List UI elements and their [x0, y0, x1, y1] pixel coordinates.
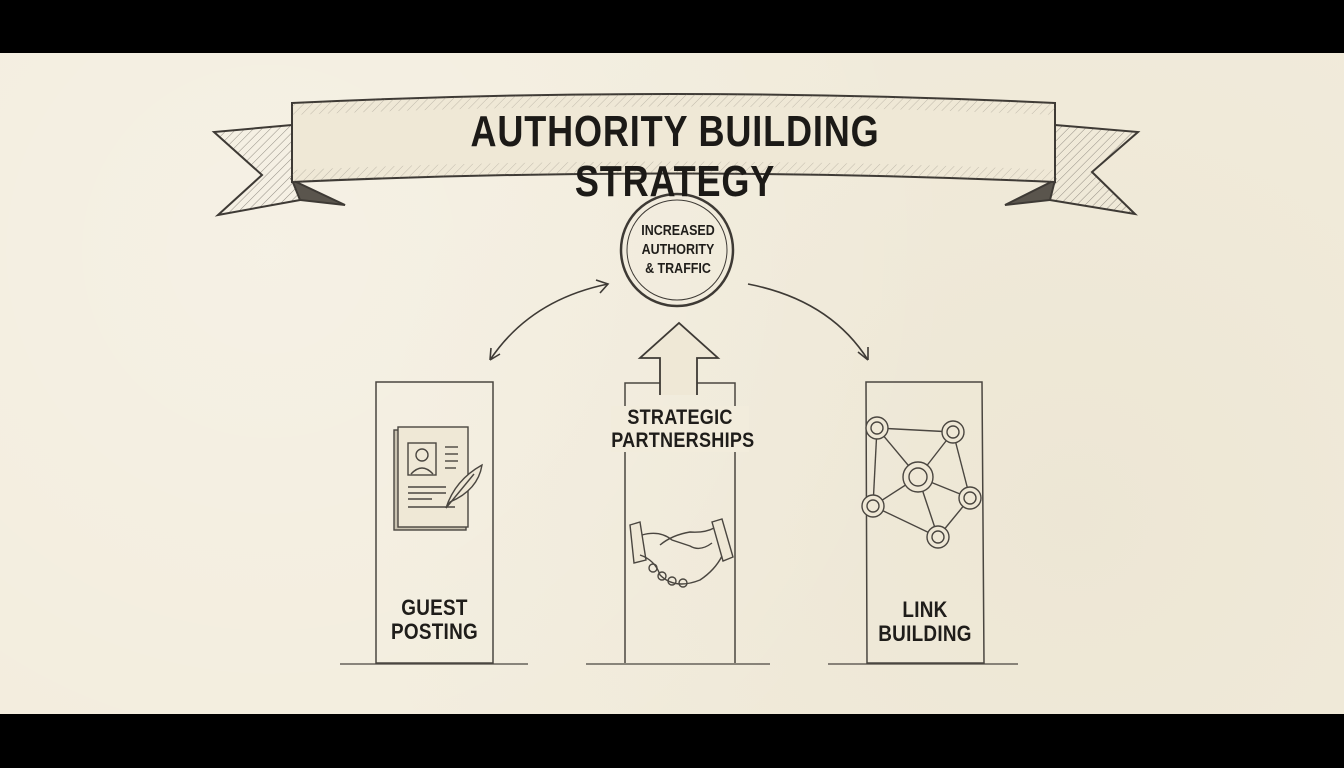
title-banner [211, 93, 1141, 217]
label-line: STRATEGIC [627, 406, 733, 429]
goal-line: INCREASED [641, 223, 715, 239]
flow-arrows [489, 279, 869, 361]
arrow-left-curve [489, 283, 609, 361]
up-arrow-icon [637, 321, 721, 395]
pillar-label-guest-posting: GUEST POSTING [384, 595, 485, 645]
label-line: POSTING [391, 619, 478, 645]
pillar-label-strategic-partnerships: STRATEGIC PARTNERSHIPS [611, 406, 755, 453]
diagram-title: AUTHORITY BUILDING STRATEGY [470, 107, 880, 206]
label-line: PARTNERSHIPS [611, 429, 755, 453]
pillar-link-building [828, 381, 1018, 665]
goal-line: & TRAFFIC [645, 260, 711, 277]
label-line: GUEST [401, 595, 468, 620]
network-icon [861, 416, 982, 549]
label-line: BUILDING [878, 621, 972, 647]
label-line: LINK [902, 597, 948, 622]
handshake-icon [629, 518, 734, 588]
pillar-label-link-building: LINK BUILDING [874, 597, 975, 647]
banner-right-tail [1048, 123, 1141, 216]
arrow-right-curve [747, 283, 869, 361]
banner-left-tail [211, 123, 302, 217]
goal-label: INCREASED AUTHORITY & TRAFFIC [630, 222, 726, 279]
pillar-guest-posting [340, 381, 528, 665]
document-quill-icon [393, 426, 483, 531]
pillar-strategic-partnerships [586, 382, 770, 665]
goal-line: AUTHORITY [641, 241, 715, 258]
goal-circle [619, 192, 735, 308]
